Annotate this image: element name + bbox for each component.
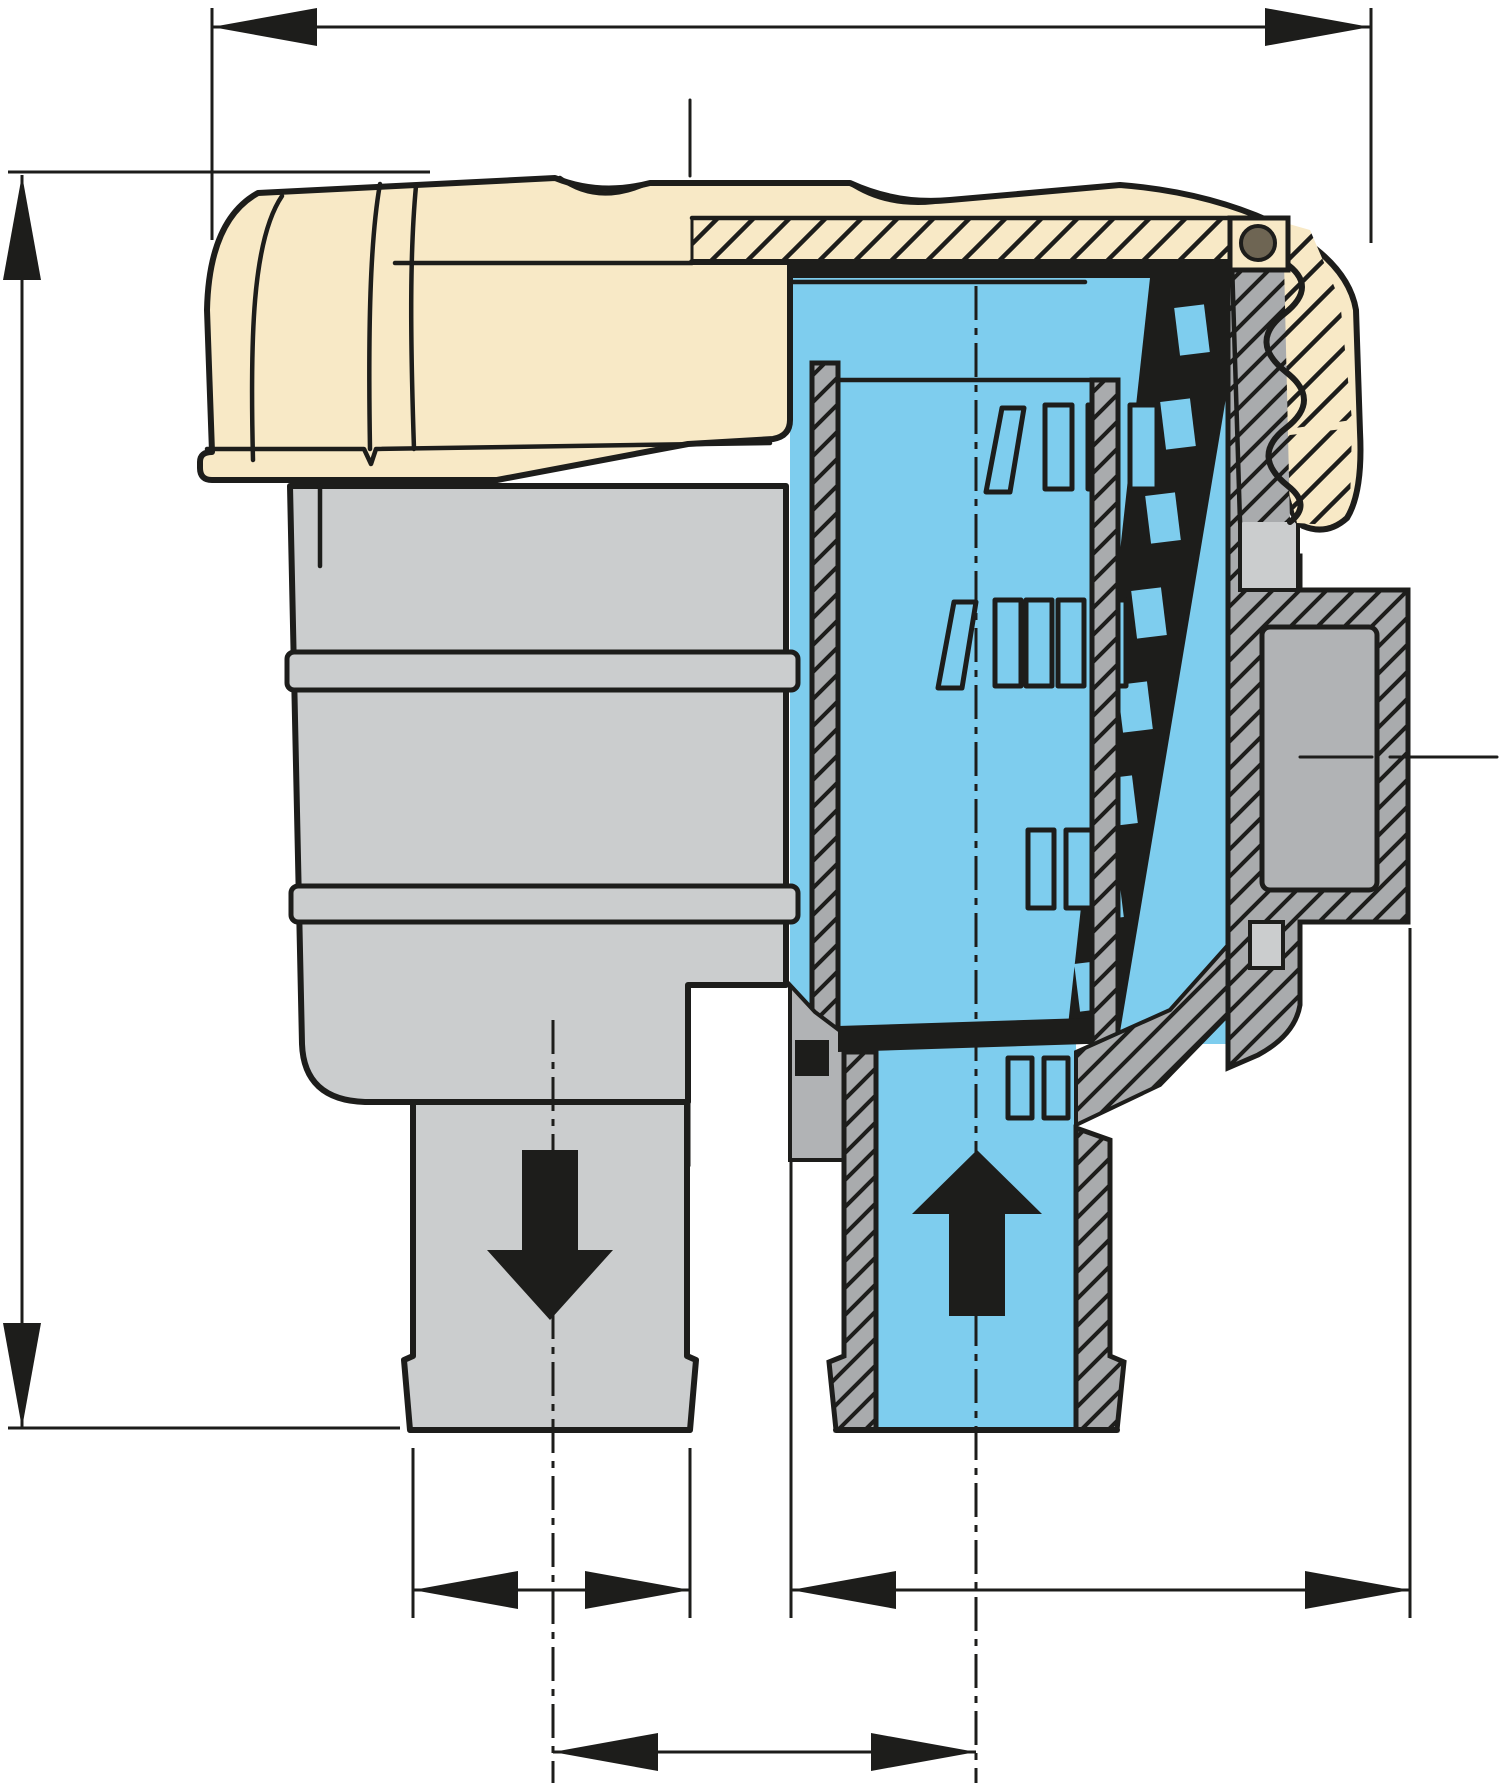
arrowhead-left [553, 1733, 658, 1771]
dimension-outlet-hose-diameter [411, 1448, 692, 1618]
arrowhead-left [212, 8, 317, 46]
cap-rib-line-1 [249, 193, 285, 463]
dimension-overall-height [3, 170, 430, 1430]
cap-top-lobe-2 [847, 180, 951, 205]
inlet-wall-right [1073, 1124, 1127, 1433]
cap-top-lobe-1 [557, 175, 651, 196]
chamber-floor [788, 939, 1230, 1162]
arrowhead-left [413, 1571, 518, 1609]
cap-rib-line-2 [367, 181, 383, 452]
outlet-flow-arrow [487, 1150, 613, 1320]
neck-stub-above-port [1238, 518, 1300, 592]
dimension-overall-width [210, 8, 1373, 243]
arrowhead-right [1305, 1571, 1410, 1609]
thread-column-left-edge [1229, 259, 1243, 525]
thread-profile-wave [1263, 259, 1307, 525]
basket-bottom-seal-block [795, 1040, 829, 1076]
dimension-connection-centres [553, 1733, 976, 1771]
inlet-flow-arrow [912, 1150, 1042, 1316]
rib-band-upper [284, 649, 801, 693]
arrowhead-top [3, 175, 41, 280]
cap-rim-band-line [204, 440, 773, 467]
riser-tube-left-wall [809, 360, 841, 1056]
body-shell [287, 483, 789, 1105]
cap-section-top-band [692, 218, 1268, 262]
arrowhead-right [1265, 8, 1370, 46]
arrowhead-bottom [3, 1323, 41, 1428]
arrowhead-right [585, 1571, 690, 1609]
o-ring [1239, 224, 1277, 262]
arrowhead-left [791, 1571, 896, 1609]
stub-below-port [1248, 920, 1285, 970]
thread-interface [1229, 259, 1307, 525]
arrowhead-right [871, 1733, 976, 1771]
riser-tube-right-wall [1089, 377, 1121, 1056]
rib-band-lower [288, 883, 801, 925]
body-external [284, 483, 801, 1433]
dimension-body-depth [789, 928, 1412, 1618]
basket-bottom-rim [838, 1018, 1086, 1052]
inlet-connection [826, 1049, 1127, 1433]
cap-rib-line-3 [408, 183, 419, 452]
o-ring-seal [1227, 215, 1291, 273]
body-neck-thread-column [1232, 262, 1290, 522]
